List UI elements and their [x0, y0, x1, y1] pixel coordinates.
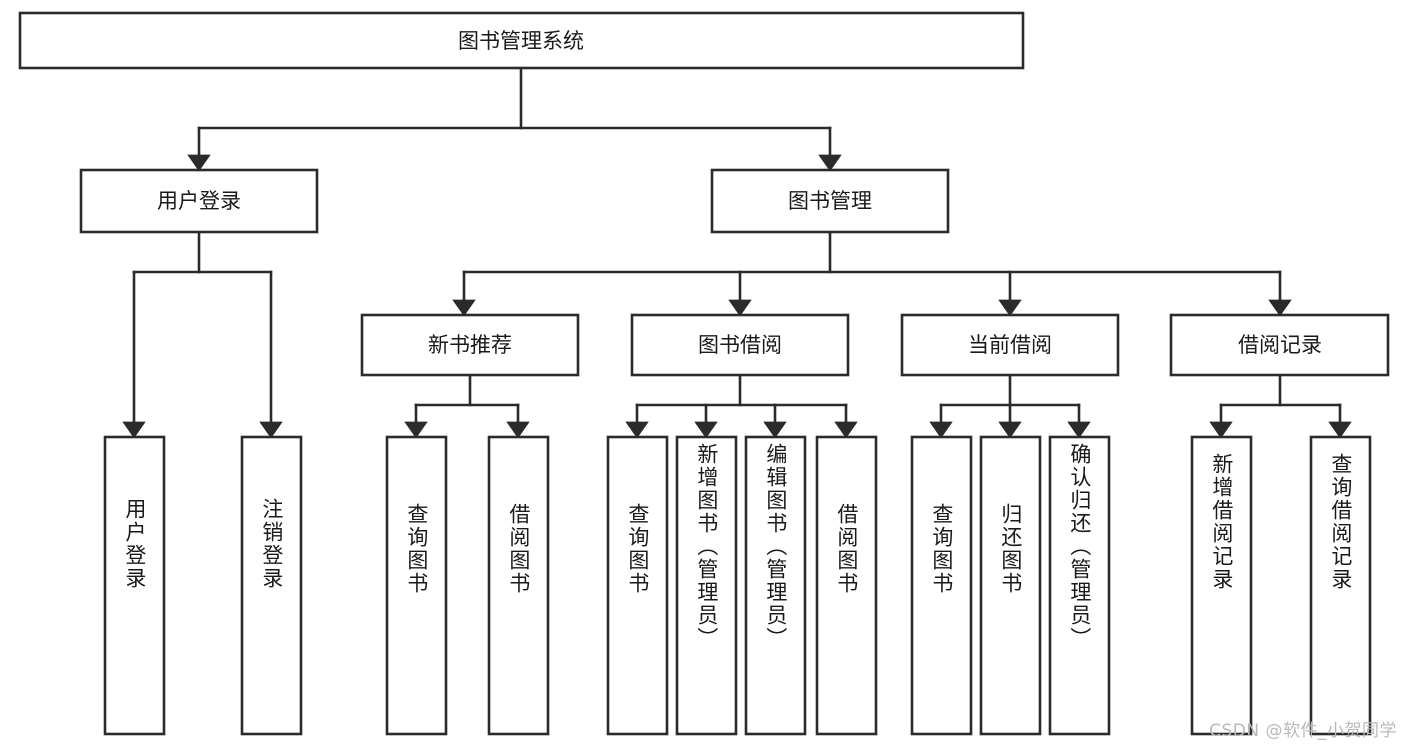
leaf-box-query-book-3[interactable]	[910, 435, 973, 736]
connector-group-record	[1209, 373, 1352, 439]
node-book-borrow[interactable]: 图书借阅	[630, 313, 850, 377]
node-borrow-record[interactable]: 借阅记录	[1169, 313, 1390, 377]
leaf-box-add-borrow-record[interactable]	[1190, 435, 1253, 736]
node-root[interactable]: 图书管理系统	[18, 11, 1025, 70]
leaf-box-borrow-book-1[interactable]	[487, 435, 550, 736]
node-borrow-record-box[interactable]	[1169, 313, 1390, 377]
node-user-login-box[interactable]	[79, 168, 319, 234]
leaf-box-return-book[interactable]	[979, 435, 1042, 736]
leaf-box-borrow-book-2[interactable]	[815, 435, 878, 736]
watermark-text: CSDN @软件_小贺同学	[1209, 721, 1397, 741]
leaf-box-add-book-admin[interactable]	[675, 435, 738, 736]
node-book-borrow-box[interactable]	[630, 313, 850, 377]
node-book-manage[interactable]: 图书管理	[710, 168, 950, 234]
node-borrow-record-label: 借阅记录	[1238, 333, 1322, 357]
node-book-manage-label: 图书管理	[788, 189, 872, 213]
leaf-box-query-book-1[interactable]	[385, 435, 448, 736]
leaf-box-logout[interactable]	[240, 435, 303, 736]
connector-group-root	[187, 66, 842, 172]
node-current-borrow-box[interactable]	[900, 313, 1120, 377]
connector-group-borrow	[625, 373, 858, 439]
node-user-login[interactable]: 用户登录	[79, 168, 319, 234]
connector-group-new-book	[404, 373, 530, 439]
leaf-boxes	[103, 435, 1372, 736]
node-new-book-recommend[interactable]: 新书推荐	[360, 313, 580, 377]
connector-group-user-login	[122, 230, 283, 439]
node-new-book-recommend-label: 新书推荐	[428, 333, 512, 357]
node-root-label: 图书管理系统	[458, 29, 584, 53]
node-book-borrow-label: 图书借阅	[698, 333, 782, 357]
node-new-book-recommend-box[interactable]	[360, 313, 580, 377]
leaf-box-query-book-2[interactable]	[606, 435, 669, 736]
connector-group-current	[929, 373, 1091, 439]
node-current-borrow-label: 当前借阅	[968, 333, 1052, 357]
node-user-login-label: 用户登录	[157, 189, 241, 213]
leaf-box-edit-book-admin[interactable]	[744, 435, 807, 736]
node-book-manage-box[interactable]	[710, 168, 950, 234]
leaf-box-user-login[interactable]	[103, 435, 166, 736]
leaf-box-query-borrow-record[interactable]	[1309, 435, 1372, 736]
leaf-box-confirm-return-admin[interactable]	[1048, 435, 1111, 736]
node-current-borrow[interactable]: 当前借阅	[900, 313, 1120, 377]
node-root-box[interactable]	[18, 11, 1025, 70]
connector-group-book-manage	[452, 230, 1292, 317]
